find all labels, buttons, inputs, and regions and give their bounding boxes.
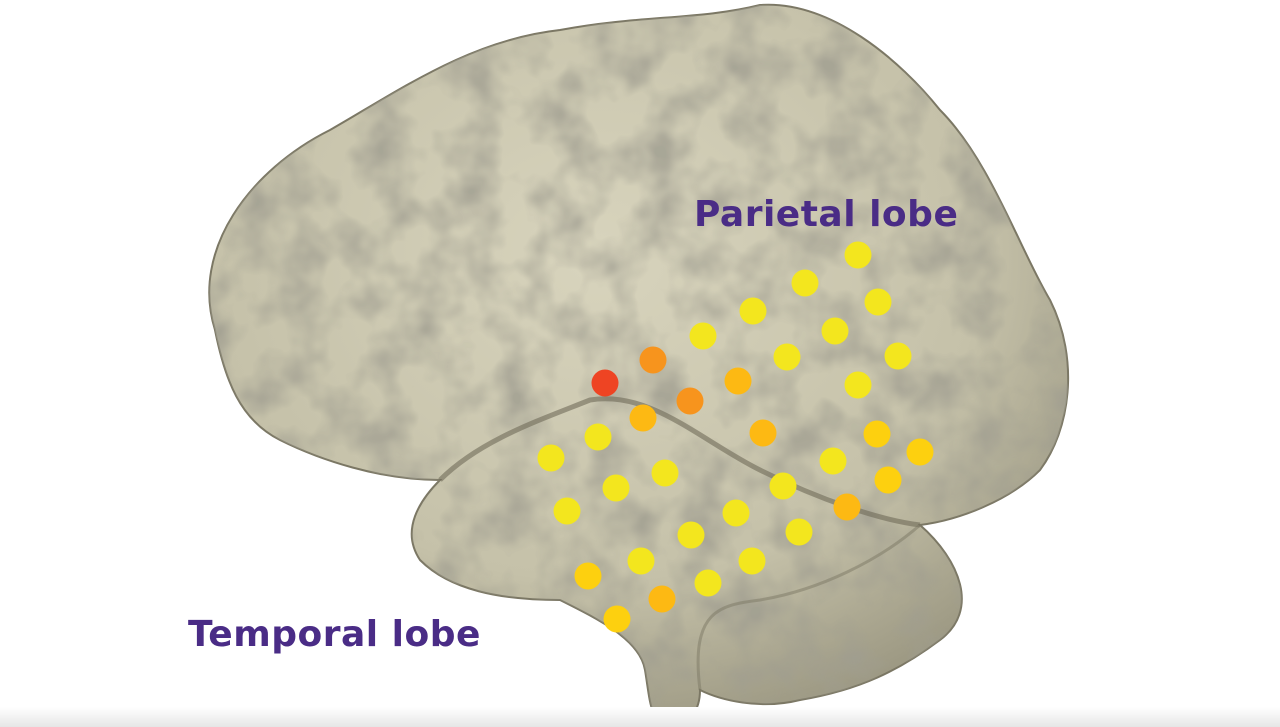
electrode-dot [769, 472, 797, 500]
cerebellum-border [696, 523, 921, 691]
electrode-dot [648, 585, 676, 613]
electrode-dot [844, 241, 872, 269]
electrode-dot [749, 419, 777, 447]
electrode-dot [574, 562, 602, 590]
electrode-dot [603, 605, 631, 633]
electrode-dot [537, 444, 565, 472]
electrode-dot [553, 497, 581, 525]
electrode-dot [785, 518, 813, 546]
electrode-dot [677, 521, 705, 549]
electrode-dot [676, 387, 704, 415]
electrode-dot [833, 493, 861, 521]
electrode-dot [651, 459, 679, 487]
bottom-shadow [0, 707, 1280, 727]
electrode-dot [739, 297, 767, 325]
electrode-dot [819, 447, 847, 475]
electrode-dot [689, 322, 717, 350]
electrode-dot [584, 423, 612, 451]
electrode-dot [844, 371, 872, 399]
electrode-dot [884, 342, 912, 370]
electrode-dot [629, 404, 657, 432]
parietal-lobe-label: Parietal lobe [694, 194, 959, 235]
electrode-dot [724, 367, 752, 395]
electrode-dot [874, 466, 902, 494]
electrode-dot [864, 288, 892, 316]
electrode-dot [738, 547, 766, 575]
electrode-dot [863, 420, 891, 448]
electrode-dot [602, 474, 630, 502]
electrode-dot [639, 346, 667, 374]
electrode-dot [694, 569, 722, 597]
electrode-dot [722, 499, 750, 527]
electrode-dot [821, 317, 849, 345]
electrode-dot [906, 438, 934, 466]
electrode-dot [591, 369, 619, 397]
electrode-dot [791, 269, 819, 297]
electrode-dot [627, 547, 655, 575]
electrode-dot [773, 343, 801, 371]
electrode-grid [537, 241, 934, 633]
temporal-lobe-label: Temporal lobe [188, 614, 481, 655]
